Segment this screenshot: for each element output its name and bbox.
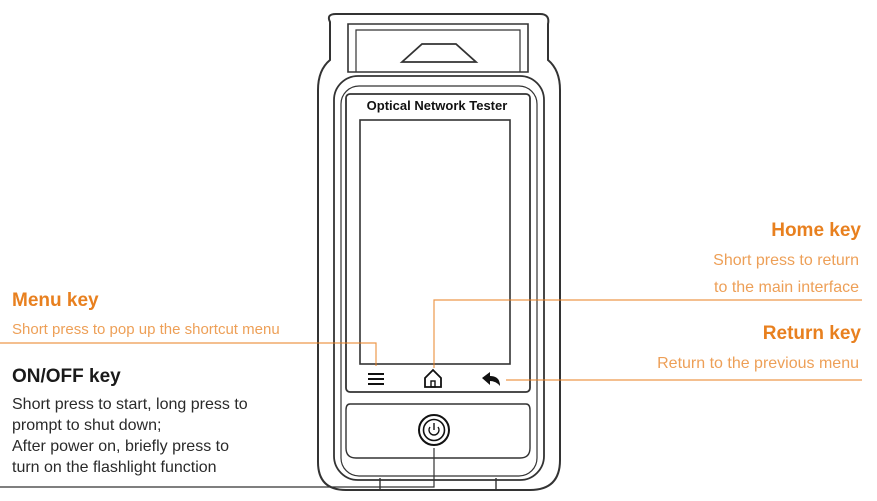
home-key-desc-line2: to the main interface (714, 279, 859, 296)
menu-key-title: Menu key (12, 290, 99, 311)
power-key-area (345, 403, 531, 459)
home-key-title: Home key (771, 220, 861, 241)
power-icon (418, 414, 450, 446)
onoff-key-desc-line4: turn on the flashlight function (12, 459, 217, 476)
home-key[interactable] (418, 364, 448, 390)
flashlight-window (399, 43, 479, 63)
device-front-body (333, 75, 545, 481)
menu-icon (368, 373, 384, 385)
device-bottom-foot (379, 478, 497, 490)
onoff-key-desc-line3: After power on, briefly press to (12, 438, 229, 455)
menu-key[interactable] (361, 366, 391, 392)
menu-key-desc: Short press to pop up the shortcut menu (12, 321, 280, 338)
menu-key-leader (0, 342, 377, 366)
device-screen-title: Optical Network Tester (366, 98, 508, 113)
device-top-groove (355, 29, 521, 72)
home-key-leader (433, 299, 862, 368)
onoff-key-leader (0, 448, 435, 488)
onoff-key-desc-line1: Short press to start, long press to (12, 396, 248, 413)
display-area (359, 119, 511, 365)
home-icon (424, 368, 442, 388)
return-key-desc: Return to the previous menu (657, 355, 859, 372)
device-top-recess (347, 23, 529, 73)
onoff-key-desc-line2: prompt to shut down; (12, 417, 162, 434)
power-key[interactable] (418, 414, 448, 446)
screen-bezel (345, 93, 531, 393)
device-bumper (317, 13, 561, 491)
return-key-title: Return key (762, 323, 861, 344)
onoff-key-title: ON/OFF key (12, 366, 121, 387)
home-key-desc-line1: Short press to return (713, 252, 859, 269)
return-arrow-icon (482, 372, 500, 386)
return-key[interactable] (476, 366, 506, 392)
device-front-inner (340, 85, 538, 477)
